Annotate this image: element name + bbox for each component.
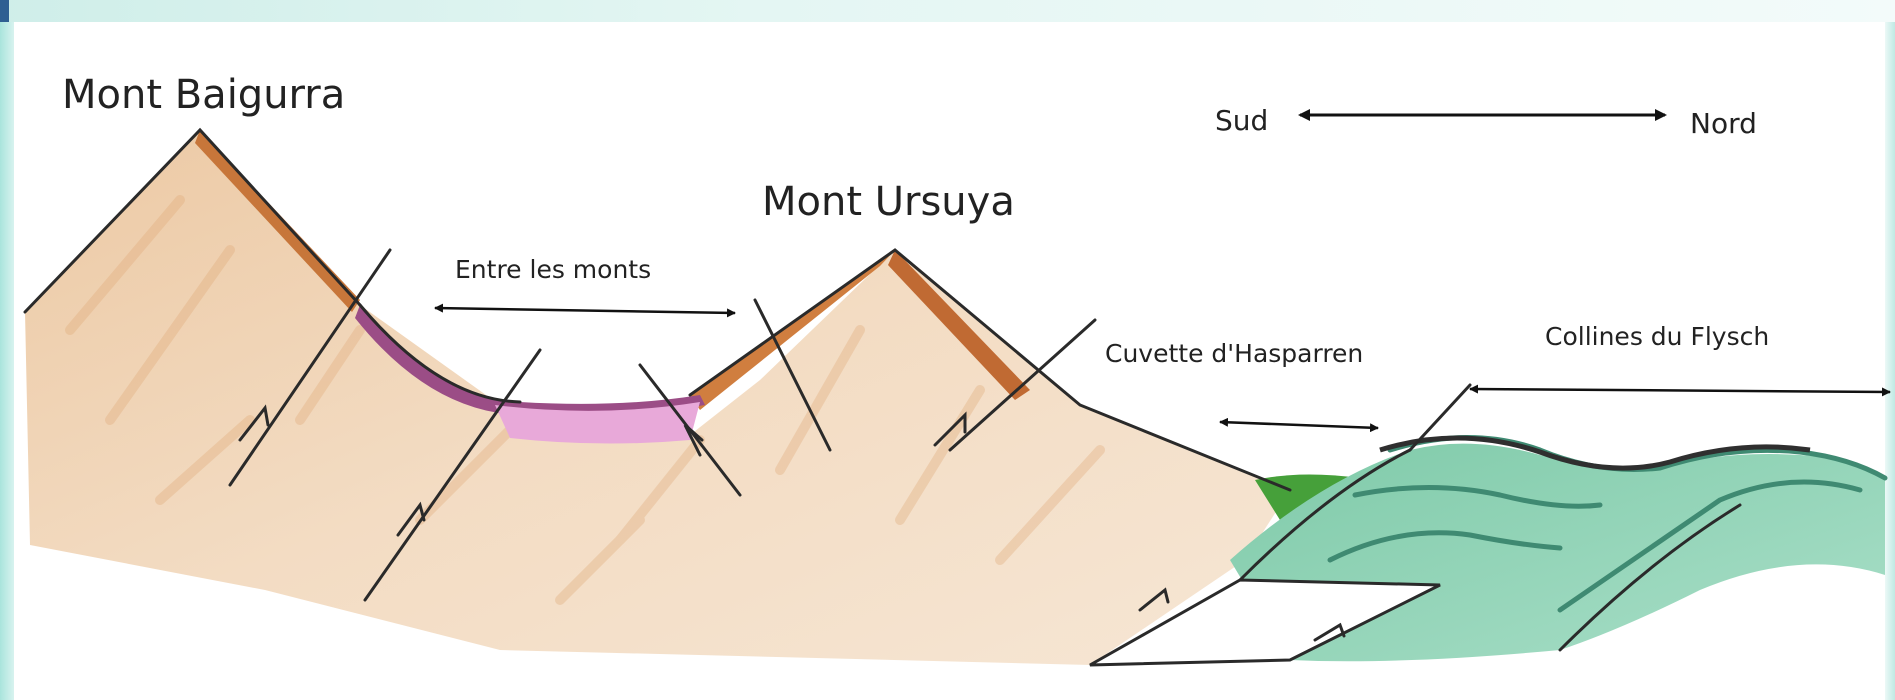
label-cuvette-hasparren: Cuvette d'Hasparren [1105, 339, 1363, 368]
label-mont-baigurra: Mont Baigurra [62, 72, 345, 118]
label-nord: Nord [1690, 107, 1757, 140]
label-sud: Sud [1215, 104, 1268, 137]
label-mont-ursuya: Mont Ursuya [762, 179, 1015, 225]
basement-massif [25, 130, 1290, 665]
arrow-flysch [1470, 389, 1890, 392]
arrow-cuvette [1220, 422, 1378, 428]
arrow-entre-les-monts [435, 308, 735, 313]
label-entre-les-monts: Entre les monts [455, 255, 651, 284]
label-collines-flysch: Collines du Flysch [1545, 322, 1769, 351]
